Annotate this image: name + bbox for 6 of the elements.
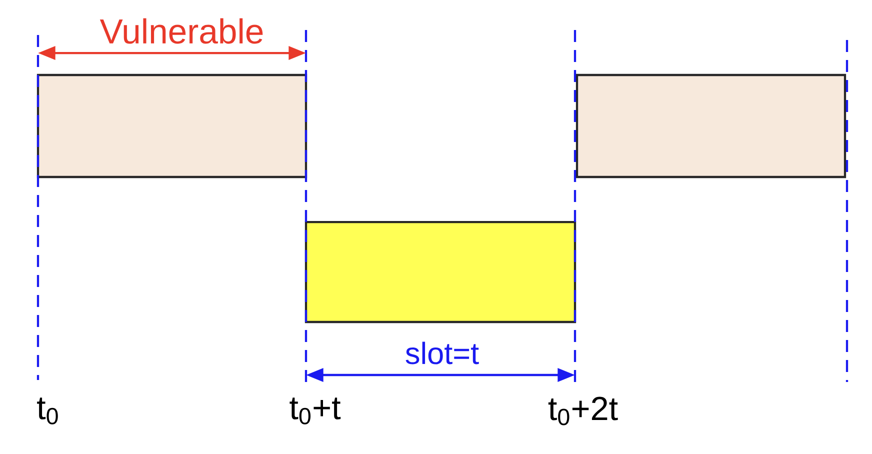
time-label: t$_{0}$: [37, 398, 58, 424]
slot-box: [304, 220, 576, 324]
time-label: t$_{0}$+t: [290, 398, 341, 424]
time-label: t$_{0}$+2t: [548, 396, 618, 426]
slot-box: [36, 74, 308, 178]
slot-box: [576, 74, 846, 178]
